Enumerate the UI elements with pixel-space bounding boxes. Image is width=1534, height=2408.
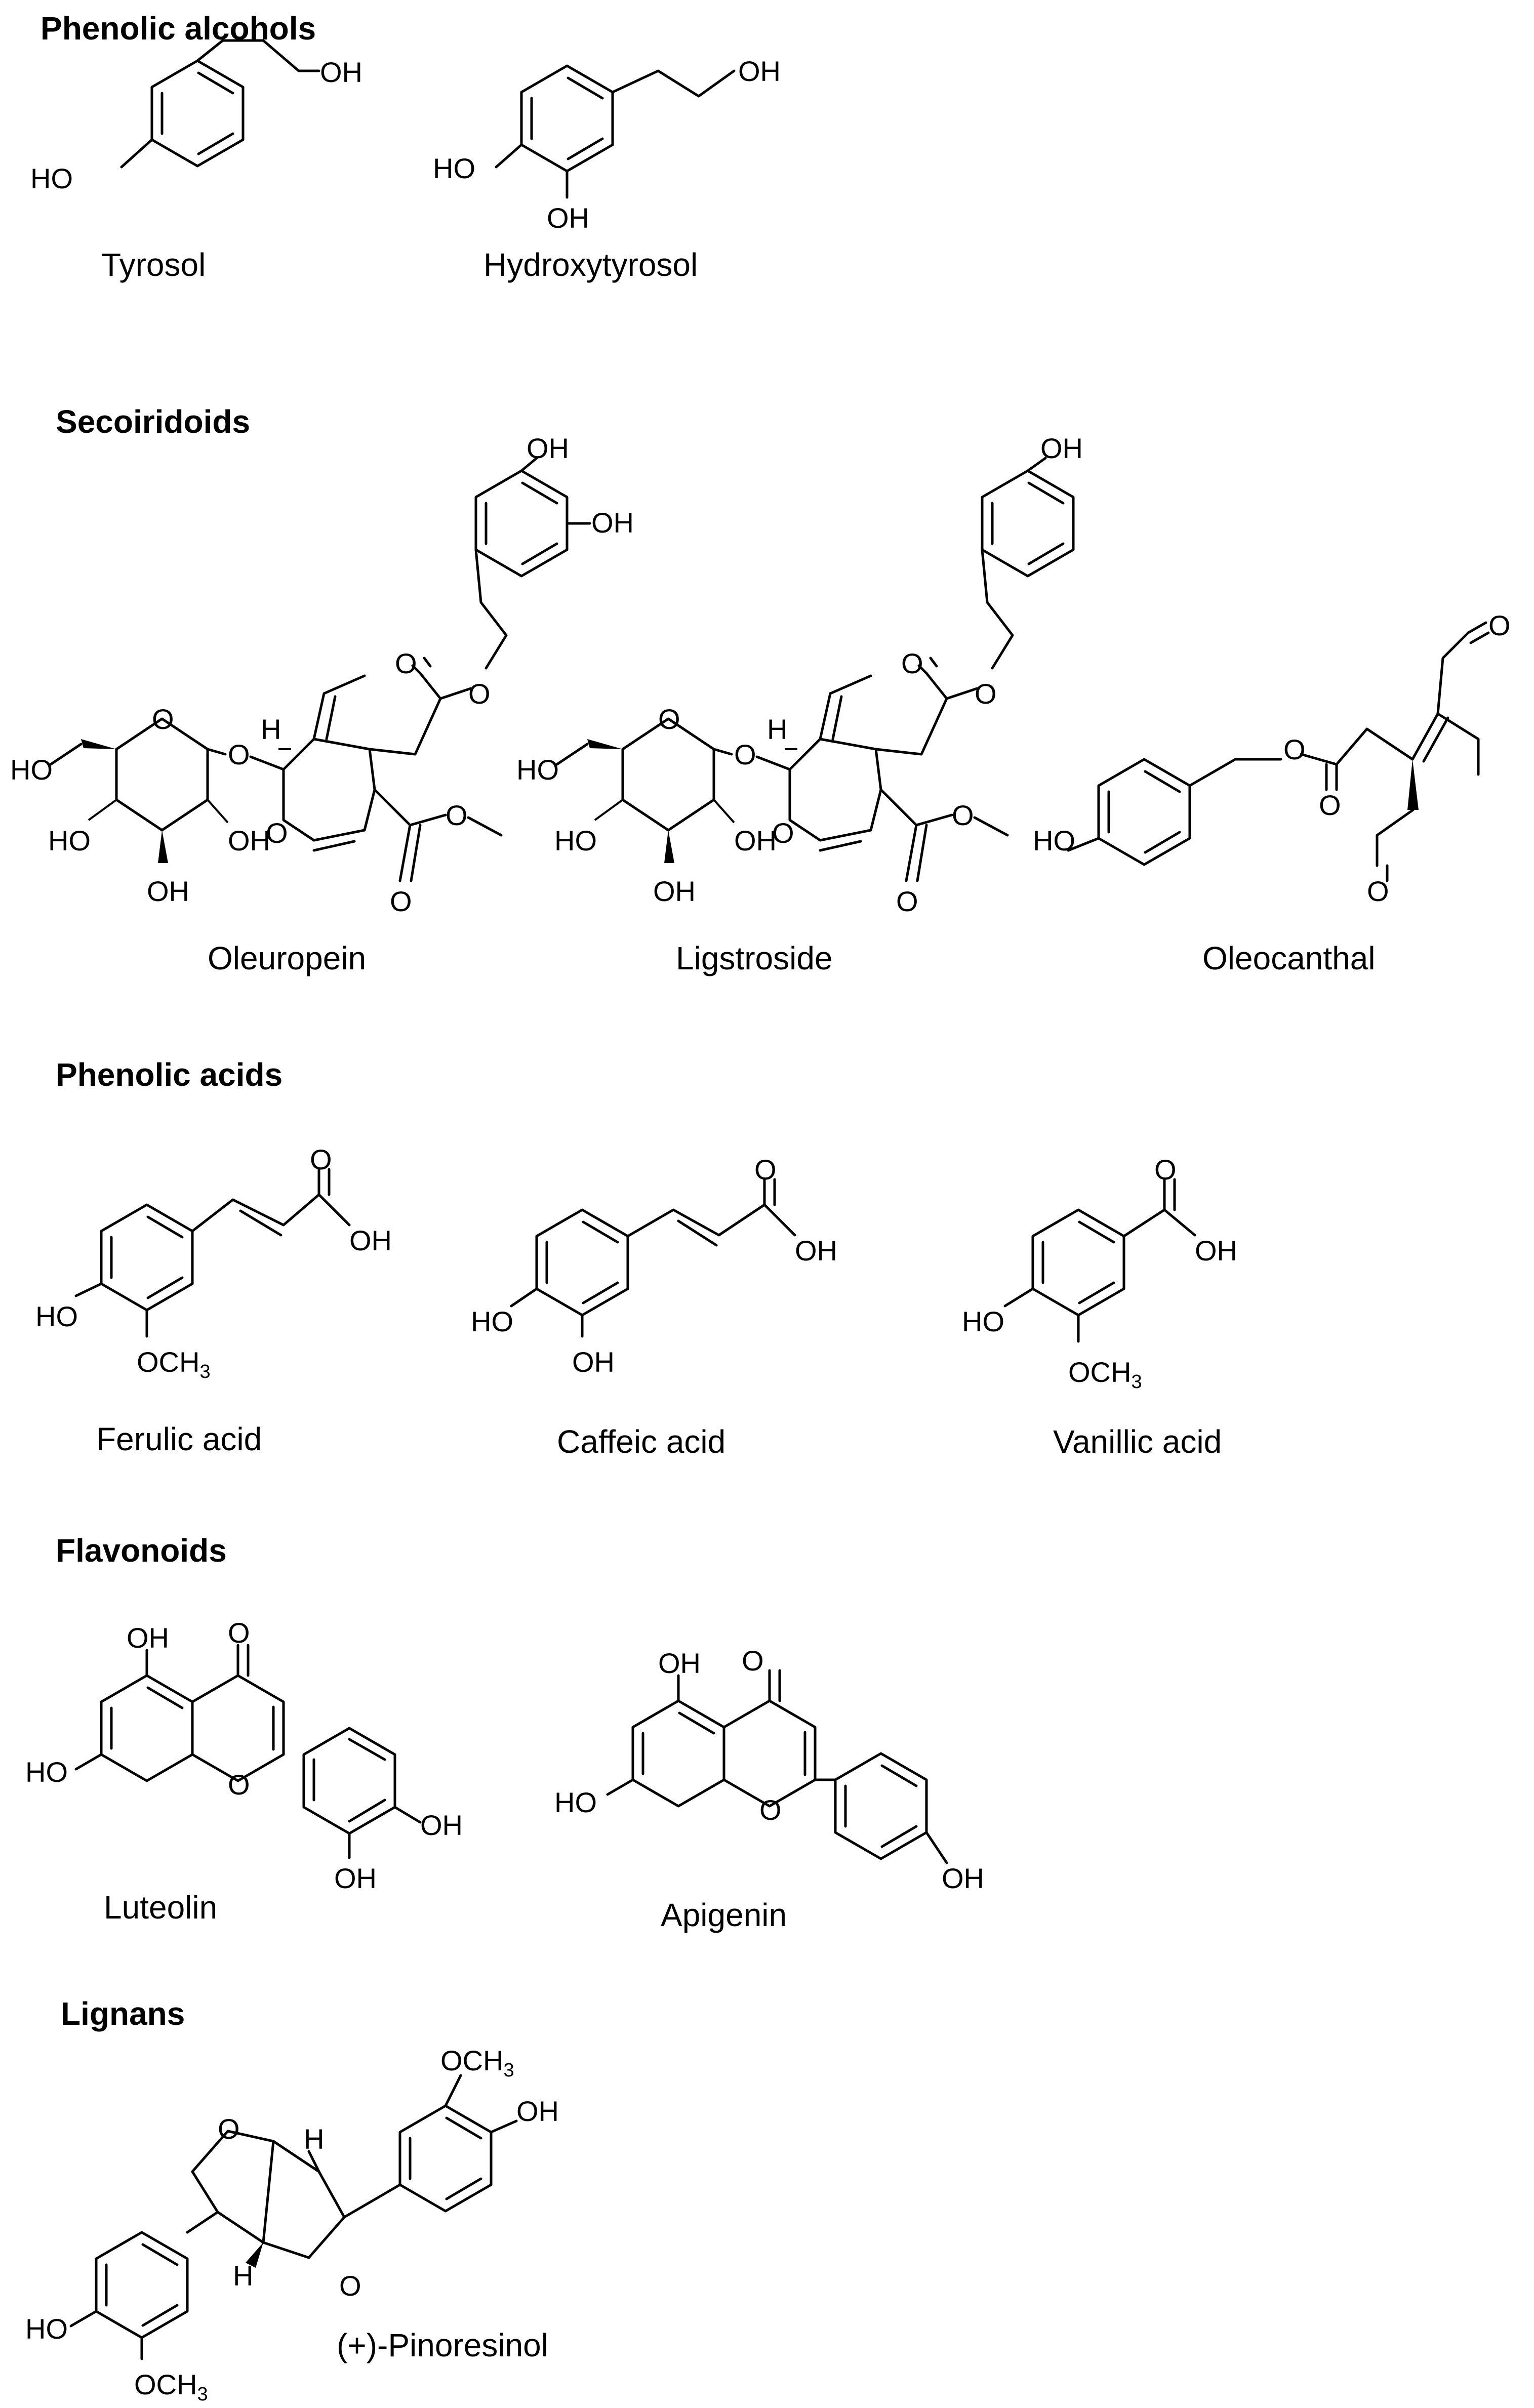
pinoresinol-och3-bottom-label: OCH3 [134,2369,208,2405]
ferulic-acid-structure: O OH HO OCH3 [35,1144,392,1382]
oleocanthal-ho-label: HO [1033,825,1075,856]
pinoresinol-structure: OCH3 OH H H O O HO OCH3 [25,2045,559,2405]
oleuropein-ome-o-label: O [446,799,468,831]
oleocanthal-structure: HO O O O O [1033,609,1511,907]
ligstroside-glyco-o-label: O [734,739,756,770]
hydroxytyrosol-ho-label: HO [433,152,475,184]
ligstroside-oh-label: OH [1040,432,1083,464]
label-caffeic-acid: Caffeic acid [557,1423,725,1460]
label-ferulic-acid: Ferulic acid [96,1421,262,1457]
label-hydroxytyrosol: Hydroxytyrosol [483,247,698,283]
ligstroside-ester-o-label: O [975,678,997,710]
label-vanillic-acid: Vanillic acid [1053,1423,1222,1460]
oleuropein-ho-2-label: HO [48,825,91,856]
ligstroside-ome-o-label: O [952,799,974,831]
ferulic-ho-label: HO [35,1300,78,1332]
heading-secoiridoids: Secoiridoids [56,403,250,440]
luteolin-ring-o-label: O [228,1769,250,1801]
apigenin-structure: O OH HO O OH [554,1645,984,1894]
ligstroside-glucose-o-label: O [658,703,680,735]
pinoresinol-oh-top-label: OH [516,2095,559,2127]
heading-phenolic-acids: Phenolic acids [56,1056,282,1093]
hydroxytyrosol-structure: OH HO OH [433,55,781,234]
oleuropein-carbonyl-o-label: O [395,647,417,679]
luteolin-structure: O OH HO O OH OH [25,1617,463,1894]
caffeic-acid-structure: O OH HO OH [471,1154,837,1378]
oleocanthal-carbonyl-o-label: O [1319,789,1341,821]
pinoresinol-och3-top-label: OCH3 [440,2045,514,2081]
oleuropein-oh-4-label: OH [228,825,270,856]
ligstroside-oh-4-label: OH [734,825,777,856]
label-oleocanthal: Oleocanthal [1202,940,1376,976]
label-apigenin: Apigenin [661,1897,787,1933]
ligstroside-structure: OH O O H O O O O O HO HO OH OH [516,432,1083,917]
ligstroside-ho-2-label: HO [554,825,597,856]
label-ligstroside: Ligstroside [676,940,833,976]
vanillic-carbonyl-o-label: O [1154,1154,1177,1186]
label-tyrosol: Tyrosol [101,247,206,283]
apigenin-oh-5-label: OH [658,1647,701,1679]
pinoresinol-ho-bottom-label: HO [25,2313,68,2345]
caffeic-carbonyl-o-label: O [754,1154,777,1186]
vanillic-ho-label: HO [962,1305,1004,1337]
oleuropein-ring-o-label: O [266,817,288,849]
label-pinoresinol: (+)-Pinoresinol [337,2327,548,2363]
luteolin-oh-4-label: OH [420,1809,463,1841]
apigenin-ho-7-label: HO [554,1786,597,1818]
ferulic-och3-label: OCH3 [137,1346,211,1382]
ligstroside-oh-3-label: OH [653,875,696,907]
oleuropein-oh-2-label: OH [591,507,634,539]
vanillic-och3-label: OCH3 [1068,1356,1142,1393]
oleocanthal-aldehyde-2-o-label: O [1367,875,1389,907]
oleuropein-oh-1-label: OH [527,432,569,464]
oleuropein-ho-1-label: HO [10,754,53,786]
luteolin-ho-7-label: HO [25,1756,68,1788]
ligstroside-ester2-o-label: O [896,885,918,917]
tyrosol-ho-label: HO [30,162,73,194]
heading-flavonoids: Flavonoids [56,1532,227,1569]
hydroxytyrosol-oh-top-label: OH [738,55,781,87]
heading-lignans: Lignans [61,1995,185,2032]
oleocanthal-ester-o-label: O [1283,733,1306,765]
oleuropein-glyco-o-label: O [228,739,250,770]
ligstroside-ring-o-label: O [772,817,794,849]
ferulic-oh-label: OH [349,1225,392,1256]
oleuropein-glucose-o-label: O [152,703,174,735]
oleuropein-h-label: H [261,713,281,745]
ligstroside-carbonyl-o-label: O [901,647,923,679]
luteolin-carbonyl-o-label: O [228,1617,250,1649]
ferulic-carbonyl-o-label: O [310,1144,332,1175]
heading-phenolic-alcohols: Phenolic alcohols [41,10,316,47]
hydroxytyrosol-oh-bottom-label: OH [547,202,589,234]
oleuropein-ester2-o-label: O [390,885,412,917]
label-luteolin: Luteolin [104,1889,217,1926]
oleuropein-ester-o-label: O [468,678,491,710]
vanillic-acid-structure: O OH HO OCH3 [962,1154,1237,1393]
oleocanthal-aldehyde-1-o-label: O [1488,609,1511,641]
tyrosol-structure: OH HO [30,39,362,194]
tyrosol-oh-label: OH [320,56,362,88]
ligstroside-ho-1-label: HO [516,754,559,786]
ligstroside-h-label: H [767,713,787,745]
pinoresinol-h-1-label: H [304,2123,324,2155]
caffeic-ho-label: HO [471,1305,513,1337]
caffeic-oh-bottom-label: OH [572,1346,615,1378]
apigenin-ring-o-label: O [759,1794,782,1826]
luteolin-oh-5-label: OH [127,1622,169,1654]
apigenin-oh-4-label: OH [942,1862,984,1894]
oleuropein-oh-3-label: OH [147,875,189,907]
pinoresinol-ring-o-2-label: O [218,2113,240,2145]
label-oleuropein: Oleuropein [208,940,366,976]
pinoresinol-h-2-label: H [233,2260,253,2292]
caffeic-oh-label: OH [795,1235,837,1267]
apigenin-carbonyl-o-label: O [742,1645,764,1677]
pinoresinol-ring-o-1-label: O [339,2270,361,2302]
vanillic-oh-label: OH [1195,1235,1237,1267]
oleuropein-structure: OH OH O O H O O O O O [10,432,634,917]
luteolin-oh-3-label: OH [334,1862,377,1894]
